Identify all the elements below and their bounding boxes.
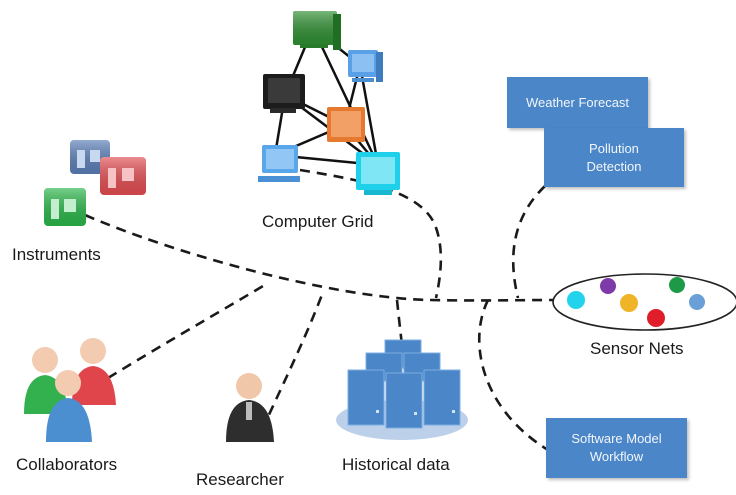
instruments-icon bbox=[44, 140, 146, 226]
computer-grid bbox=[258, 11, 400, 195]
computer-orange-icon bbox=[327, 107, 365, 142]
person-blue-icon bbox=[46, 370, 92, 442]
sensor-dot-yellow bbox=[620, 294, 638, 312]
instrument-red-icon bbox=[100, 157, 146, 195]
weather-forecast-box: Weather Forecast bbox=[507, 77, 648, 128]
sensor-nets-label: Sensor Nets bbox=[590, 339, 684, 358]
sensor-dot-green bbox=[669, 277, 685, 293]
sensor-dot-purple bbox=[600, 278, 616, 294]
pollution-detection-box: Pollution Detection bbox=[544, 128, 684, 187]
computer-blue-top-icon bbox=[348, 50, 383, 82]
computer-green-icon bbox=[293, 11, 341, 50]
sensor-dot-blue bbox=[689, 294, 705, 310]
computer-grid-label: Computer Grid bbox=[262, 212, 373, 231]
connector-researcher-bus bbox=[260, 291, 325, 431]
pollution-detection-line-1: Pollution bbox=[589, 140, 639, 156]
connector-sensor-alerts bbox=[511, 185, 546, 299]
computer-black-icon bbox=[263, 74, 305, 113]
pollution-detection-line-2: Detection bbox=[586, 158, 642, 174]
researcher-label: Researcher bbox=[196, 470, 284, 489]
connector-software-workflow bbox=[477, 299, 549, 452]
sensor-nets bbox=[552, 273, 736, 331]
software-model-workflow-line-1: Software Model bbox=[571, 431, 662, 447]
computer-blue-bottom-icon bbox=[258, 145, 300, 182]
sensor-dot-red bbox=[647, 309, 665, 327]
connectors bbox=[84, 168, 556, 452]
sensor-dot-cyan bbox=[567, 291, 585, 309]
sensor-nets-ellipse bbox=[552, 273, 736, 331]
instruments-label: Instruments bbox=[12, 245, 101, 264]
collaborators-label: Collaborators bbox=[16, 455, 117, 474]
historical-data-icon bbox=[336, 339, 468, 440]
weather-forecast-label: Weather Forecast bbox=[525, 94, 630, 110]
computer-cyan-icon bbox=[356, 152, 400, 195]
connector-collaborators-bus bbox=[107, 281, 269, 380]
person-red-icon bbox=[72, 338, 116, 405]
software-model-workflow-box: Software Model Workflow bbox=[546, 418, 687, 478]
connector-grid-bus bbox=[299, 168, 443, 299]
software-model-workflow-line-2: Workflow bbox=[589, 449, 644, 464]
collaborators-icon bbox=[24, 338, 116, 442]
researcher-icon bbox=[226, 373, 274, 442]
connector-historical-bus bbox=[395, 299, 409, 393]
historical-data-label: Historical data bbox=[342, 455, 450, 474]
connector-instruments-bus bbox=[84, 213, 556, 302]
instrument-green-icon bbox=[44, 188, 86, 226]
server-stack bbox=[347, 339, 461, 429]
